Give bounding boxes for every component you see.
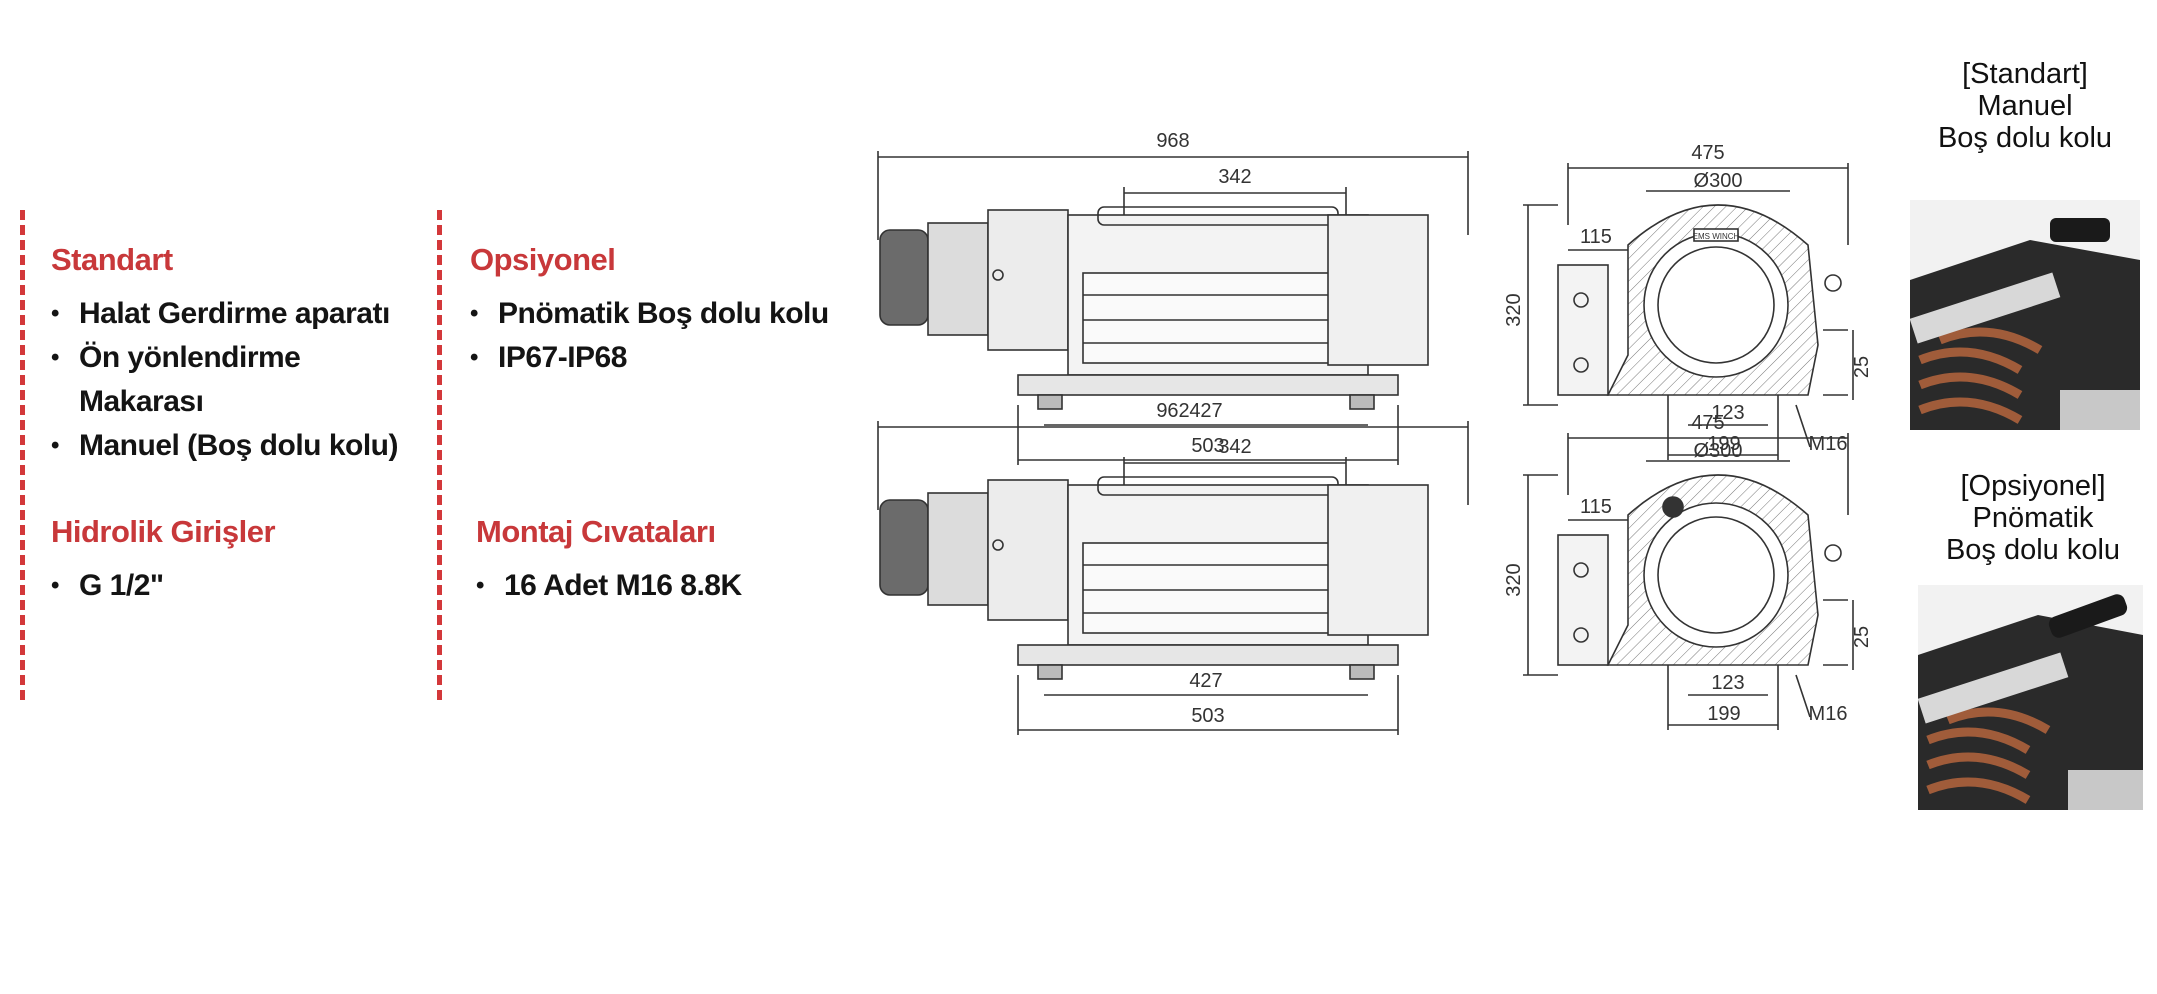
list-item: G 1/2": [51, 564, 425, 608]
list-item: Ön yönlendirme Makarası: [51, 336, 339, 424]
list-item: Halat Gerdirme aparatı: [51, 292, 425, 336]
dim-offset-top: 115: [1580, 226, 1612, 248]
dim-offset-bottom: 115: [1580, 496, 1612, 518]
list-item: IP67-IP68: [470, 336, 862, 380]
option-caption-optional: [Opsiyonel] Pnömatik Boş dolu kolu: [1945, 470, 2121, 566]
dim-foot-bottom: 25: [1851, 626, 1873, 648]
dim-drum-dia-bottom: Ø300: [1694, 440, 1743, 462]
front-view-bottom: [1523, 433, 1854, 730]
dim-hole-outer-bottom: 199: [1707, 703, 1740, 725]
side-view-bottom: [877, 421, 1469, 735]
option-caption-standard: [Standart] Manuel Boş dolu kolu: [1937, 58, 2113, 154]
dim-hole-inner-bottom: 123: [1711, 672, 1744, 694]
manual-lever-photo: [1910, 200, 2140, 430]
mounting-list: 16 Adet M16 8.8K: [470, 564, 862, 608]
front-view-top: [1523, 163, 1854, 460]
dim-base-outer-top: 503: [1191, 435, 1224, 457]
dim-foot-top: 25: [1851, 356, 1873, 378]
dim-base-inner-bottom: 427: [1189, 670, 1222, 692]
standard-title: Standart: [51, 242, 173, 277]
dim-width-top: 475: [1691, 142, 1724, 164]
dim-base-inner-top: 427: [1189, 400, 1222, 422]
dim-bolt-bottom: M16: [1809, 703, 1848, 725]
list-item: 16 Adet M16 8.8K: [476, 564, 862, 608]
dim-drum-top: 342: [1218, 166, 1251, 188]
dim-drum-bottom: 342: [1218, 436, 1251, 458]
optional-list: Pnömatik Boş dolu kolu IP67-IP68: [470, 292, 862, 380]
feature-column-left: Standart Halat Gerdirme aparatı Ön yönle…: [20, 210, 425, 700]
technical-drawings: 968 342 427 503 475 Ø300 115 320: [877, 130, 1873, 735]
hydraulic-list: G 1/2": [51, 564, 425, 608]
optional-title: Opsiyonel: [470, 242, 616, 277]
list-item: Pnömatik Boş dolu kolu: [470, 292, 862, 336]
dim-hole-inner-top: 123: [1711, 402, 1744, 424]
side-view-top: [877, 151, 1469, 465]
pneumatic-lever-photo: [1918, 585, 2143, 810]
dim-height-top: 320: [1503, 293, 1525, 326]
dim-height-bottom: 320: [1503, 563, 1525, 596]
dim-overall-top: 968: [1156, 130, 1189, 152]
standard-list: Halat Gerdirme aparatı Ön yönlendirme Ma…: [51, 292, 425, 468]
dim-drum-dia-top: Ø300: [1694, 170, 1743, 192]
hydraulic-title: Hidrolik Girişler: [51, 514, 276, 549]
nameplate-label: EMS WINCH: [1693, 232, 1740, 241]
list-item: Manuel (Boş dolu kolu): [51, 424, 425, 468]
feature-column-right: Opsiyonel Pnömatik Boş dolu kolu IP67-IP…: [437, 210, 862, 700]
dim-bolt-top: M16: [1809, 433, 1848, 455]
mounting-title: Montaj Cıvataları: [476, 514, 716, 549]
dim-overall-bottom: 962: [1156, 400, 1189, 422]
dim-base-outer-bottom: 503: [1191, 705, 1224, 727]
dim-width-bottom: 475: [1691, 412, 1724, 434]
